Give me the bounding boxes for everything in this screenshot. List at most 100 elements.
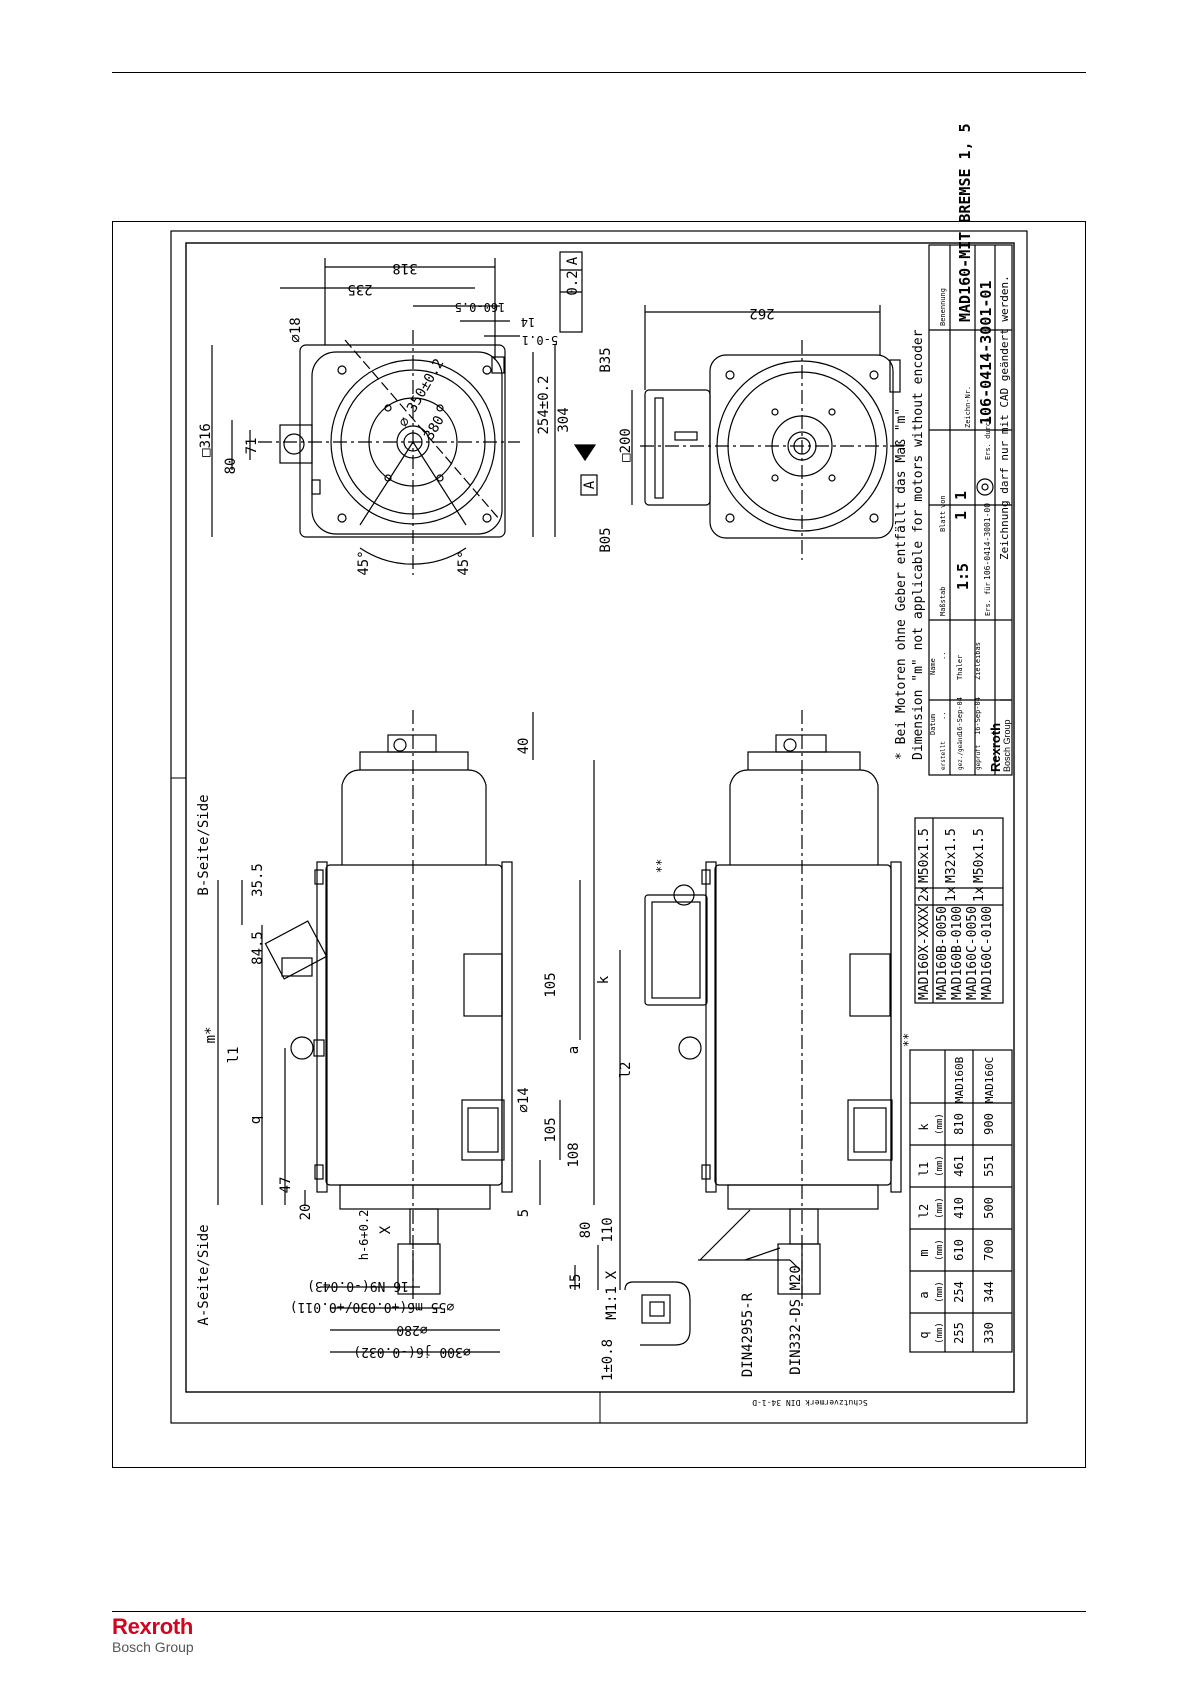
dimension-table <box>909 1049 1013 1353</box>
dt-u-2: (mm) <box>935 1155 945 1177</box>
header-rule <box>112 72 1086 73</box>
gland-head-thread: M50x1.5 <box>917 828 932 883</box>
dim-160: 160-0.5 <box>455 300 506 314</box>
dim-105a: 105 <box>543 972 559 997</box>
dt-r0-model: MAD160B <box>953 1056 966 1103</box>
dt-u-3: (mm) <box>935 1197 945 1219</box>
row0-name: .. <box>939 652 947 660</box>
label-b05: B05 <box>598 527 614 552</box>
dt-r0-l1: 461 <box>952 1155 966 1177</box>
dim-d14: ∅14 <box>516 1087 532 1112</box>
flatness-ref: A <box>565 256 581 265</box>
dim-316: □316 <box>198 423 214 457</box>
side-view-upper <box>217 710 691 1353</box>
footer-brand: Rexroth <box>112 1614 194 1639</box>
title-brand: Rexroth <box>988 723 1003 772</box>
gland-row-2: MAD160C-0050 <box>965 906 980 1000</box>
dim-71: 71 <box>244 438 260 455</box>
gland-row-0: MAD160B-0050 <box>935 906 950 1000</box>
dt-h-a: a <box>917 1291 931 1298</box>
dim-20: 20 <box>298 1204 314 1221</box>
dt-r0-l2: 410 <box>952 1197 966 1219</box>
dim-l2: l2 <box>618 1062 634 1079</box>
sheet-number: 1 <box>952 511 970 520</box>
gland-table <box>914 817 1004 1004</box>
drawing-frame <box>112 221 1086 1468</box>
row2-name: Zieleibas <box>974 642 982 680</box>
row1-label: gez./geänd. <box>957 730 964 770</box>
label-b-side: B-Seite/Side <box>196 794 212 895</box>
gland-row-1: MAD160B-0100 <box>950 906 965 1000</box>
dim-47: 47 <box>278 1177 294 1194</box>
footer-rule <box>112 1611 1086 1612</box>
col-name: Name <box>929 658 937 675</box>
dt-h-q: q <box>917 1331 931 1338</box>
dim-a: a <box>566 1046 582 1054</box>
dt-r1-m: 700 <box>982 1239 996 1261</box>
din-42955: DIN42955-R <box>740 1292 756 1377</box>
dim-108: 108 <box>566 1142 582 1167</box>
gland-thread-0: M32x1.5 <box>944 828 959 883</box>
col-datum: Datum <box>929 714 937 735</box>
dim-k: k <box>596 975 612 984</box>
dim-16n9: 16 N9(-0.043) <box>307 1278 409 1293</box>
dim-380: 380 <box>421 413 448 443</box>
gland-row-3: MAD160C-0100 <box>980 906 995 1000</box>
title-block <box>928 244 1013 776</box>
dim-254: 254±0.2 <box>536 375 552 434</box>
label-a-side: A-Seite/Side <box>196 1224 212 1325</box>
dim-45a: 45° <box>356 550 372 575</box>
dim-hole: h-6+0.2 <box>357 1210 371 1261</box>
dim-d18: ∅18 <box>288 317 304 342</box>
dt-h-m: m <box>917 1249 931 1256</box>
dim-l1: l1 <box>226 1047 242 1064</box>
dim-35-5: 35.5 <box>250 863 266 897</box>
dim-14: 14 <box>521 315 535 329</box>
view-x: X <box>604 1270 620 1279</box>
dt-r0-k: 810 <box>952 1113 966 1135</box>
dim-45b: 45° <box>456 550 472 575</box>
dt-u-1: (mm) <box>935 1113 945 1135</box>
dt-h-k: k <box>917 1123 931 1131</box>
dt-r0-a: 254 <box>952 1281 966 1303</box>
dim-304: 304 <box>556 407 572 432</box>
title-von-label: von <box>939 495 947 508</box>
dt-r1-model: MAD160C <box>983 1057 996 1103</box>
row0-label: erstellt <box>940 741 947 770</box>
dim-d280: ∅280 <box>396 1322 427 1337</box>
row1-name: Thaler <box>956 655 964 680</box>
dim-5b: 5 <box>516 1209 532 1217</box>
dim-84-5: 84.5 <box>250 931 266 965</box>
gland-head-model: MAD160X-XXXX <box>917 906 932 1000</box>
detail-scale: M1:1 <box>604 1286 620 1320</box>
dim-200: □200 <box>618 428 634 462</box>
dt-r1-l1: 551 <box>982 1155 996 1177</box>
dim-q: q <box>248 1116 264 1124</box>
dt-r1-a: 344 <box>982 1281 996 1303</box>
title-benennung-label: Benennung <box>939 288 947 326</box>
row0-date: .. <box>939 712 947 720</box>
title-zeichnr-label: Zeichn-Nr. <box>964 386 972 428</box>
sheet-count: 1 <box>952 491 970 500</box>
gland-star-note: ** <box>901 1033 915 1047</box>
drawing-number: 106-0414-3001-01 <box>977 281 995 426</box>
flatness-value: 0.2 <box>565 270 581 295</box>
dt-h-l1: l1 <box>917 1162 931 1176</box>
side-view-lower <box>644 710 902 1310</box>
ers-durch-label: Ers. durch <box>984 418 992 460</box>
dim-15: 15 <box>568 1274 584 1291</box>
dim-d55m6: ∅55 m6(+0.030/+0.011) <box>290 1299 454 1314</box>
dim-318: 318 <box>392 260 417 276</box>
dt-r0-m: 610 <box>952 1239 966 1261</box>
scale-label: Maßstab <box>939 586 947 616</box>
dt-r1-k: 900 <box>982 1113 996 1135</box>
gland-star: ** <box>654 859 668 873</box>
drawing-title: MAD160-MIT BREMSE 1, 5 <box>956 123 974 322</box>
row2-label: geprüft <box>975 744 982 770</box>
datum-a: A <box>582 480 598 489</box>
dt-r1-l2: 500 <box>982 1197 996 1219</box>
dim-80b: 80 <box>578 1222 594 1239</box>
dt-r1-q: 330 <box>982 1322 996 1344</box>
gland-thread-1: M50x1.5 <box>972 828 987 883</box>
